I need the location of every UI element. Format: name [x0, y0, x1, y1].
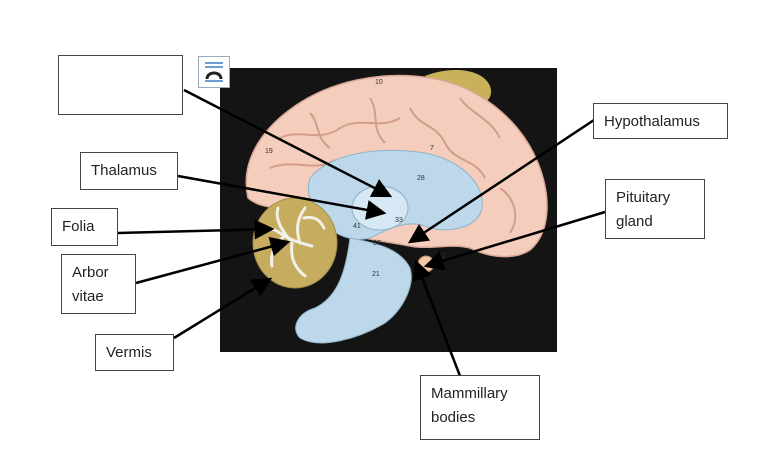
brainstem — [295, 237, 412, 344]
folia-label[interactable]: Folia — [51, 208, 118, 246]
model-number: 10 — [375, 79, 383, 86]
pituitary-model — [417, 255, 435, 273]
model-number: 7 — [430, 145, 434, 152]
model-number: 32 — [438, 253, 446, 260]
model-number: 28 — [417, 175, 425, 182]
mammillary-bodies-label[interactable]: Mammillary bodies — [420, 375, 540, 440]
model-number: 21 — [372, 271, 380, 278]
hypothalamus-label[interactable]: Hypothalamus — [593, 103, 728, 139]
vermis-label[interactable]: Vermis — [95, 334, 174, 371]
blank-label-box[interactable] — [58, 55, 183, 115]
layout-options-icon[interactable] — [198, 56, 230, 88]
thalamus-label[interactable]: Thalamus — [80, 152, 178, 190]
model-number: 33 — [395, 217, 403, 224]
cerebellum — [252, 197, 338, 289]
model-number: 41 — [353, 223, 361, 230]
arbor-vitae-label[interactable]: Arbor vitae — [61, 254, 136, 314]
model-number: 19 — [265, 148, 273, 155]
model-number: 37 — [373, 240, 381, 247]
brain-model-illustration: 10 7 19 28 33 41 37 21 32 — [245, 70, 548, 344]
pituitary-gland-label[interactable]: Pituitary gland — [605, 179, 705, 239]
brain-model-photo: 10 7 19 28 33 41 37 21 32 — [220, 68, 557, 352]
